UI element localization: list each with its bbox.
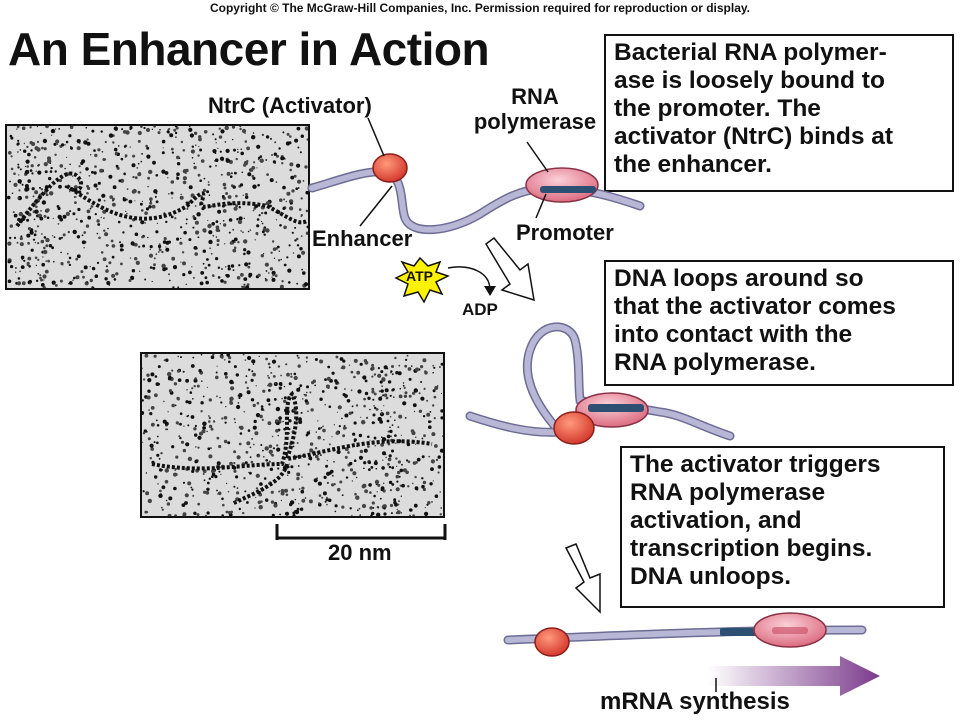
step-1-line: ase is loosely bound to	[614, 67, 885, 94]
rna-polymerase-step-3	[753, 612, 827, 648]
step-1-line: Bacterial RNA polymer-	[614, 39, 887, 66]
step-3-line: The activator triggers	[630, 451, 881, 478]
atp-arrowhead-icon	[484, 286, 496, 296]
atp-label: ATP	[406, 268, 433, 284]
promoter-pointer	[535, 193, 547, 219]
copyright-notice: Copyright © The McGraw-Hill Companies, I…	[209, 1, 751, 15]
enhancer-label: Enhancer	[312, 226, 413, 251]
step-2-line: RNA polymerase.	[614, 349, 816, 376]
scale-bar-label: 20 nm	[328, 540, 392, 565]
activator-pointer	[367, 117, 385, 157]
activator-ntrc-step-2	[553, 411, 595, 445]
rna-polymerase-label-line: polymerase	[473, 109, 597, 134]
scale-bar	[275, 524, 447, 540]
step-1-line: activator (NtrC) binds at	[614, 123, 894, 150]
atp-burst-icon	[394, 256, 450, 304]
step-2-to-3-arrow	[564, 543, 601, 614]
step-3-caption: The activator triggers RNA polymerase ac…	[620, 446, 945, 608]
step-2-line: DNA loops around so	[614, 265, 864, 292]
activator-label: NtrC (Activator)	[208, 93, 372, 118]
step-1-to-2-arrow	[485, 236, 535, 302]
step-2-caption: DNA loops around so that the activator c…	[604, 260, 954, 386]
step-3-line: RNA polymerase	[630, 479, 826, 506]
electron-micrograph-looped	[140, 352, 445, 518]
step-2-line: that the activator comes	[614, 293, 896, 320]
rna-polymerase-label-line: RNA	[511, 84, 559, 109]
polymerase-pointer	[526, 141, 549, 173]
micrograph-speckle	[142, 354, 443, 516]
activator-ntrc-step-3	[534, 627, 570, 657]
activator-ntrc-step-1	[372, 153, 408, 183]
enhancer-pointer	[359, 185, 393, 227]
atp-to-adp-arrow	[447, 266, 491, 291]
micrograph-speckle	[7, 126, 308, 288]
rna-polymerase-step-2	[575, 392, 649, 428]
step-1-caption: Bacterial RNA polymer- ase is loosely bo…	[604, 34, 954, 192]
step-1-line: the promoter. The	[614, 95, 821, 122]
step-3-line: DNA unloops.	[630, 563, 792, 590]
rna-polymerase-label: RNA polymerase	[470, 84, 600, 134]
promoter-label: Promoter	[516, 220, 614, 245]
adp-label: ADP	[462, 300, 498, 319]
step-1-line: the enhancer.	[614, 151, 772, 178]
rna-polymerase-step-1	[525, 167, 599, 203]
mrna-synthesis-label: mRNA synthesis	[600, 688, 790, 715]
page-title: An Enhancer in Action	[8, 23, 490, 75]
step-2-line: into contact with the	[614, 321, 853, 348]
mrna-synthesis-arrow	[708, 656, 880, 696]
step-3-line: activation, and	[630, 507, 802, 534]
electron-micrograph-unlooped	[5, 124, 310, 290]
step-3-line: transcription begins.	[630, 535, 873, 562]
